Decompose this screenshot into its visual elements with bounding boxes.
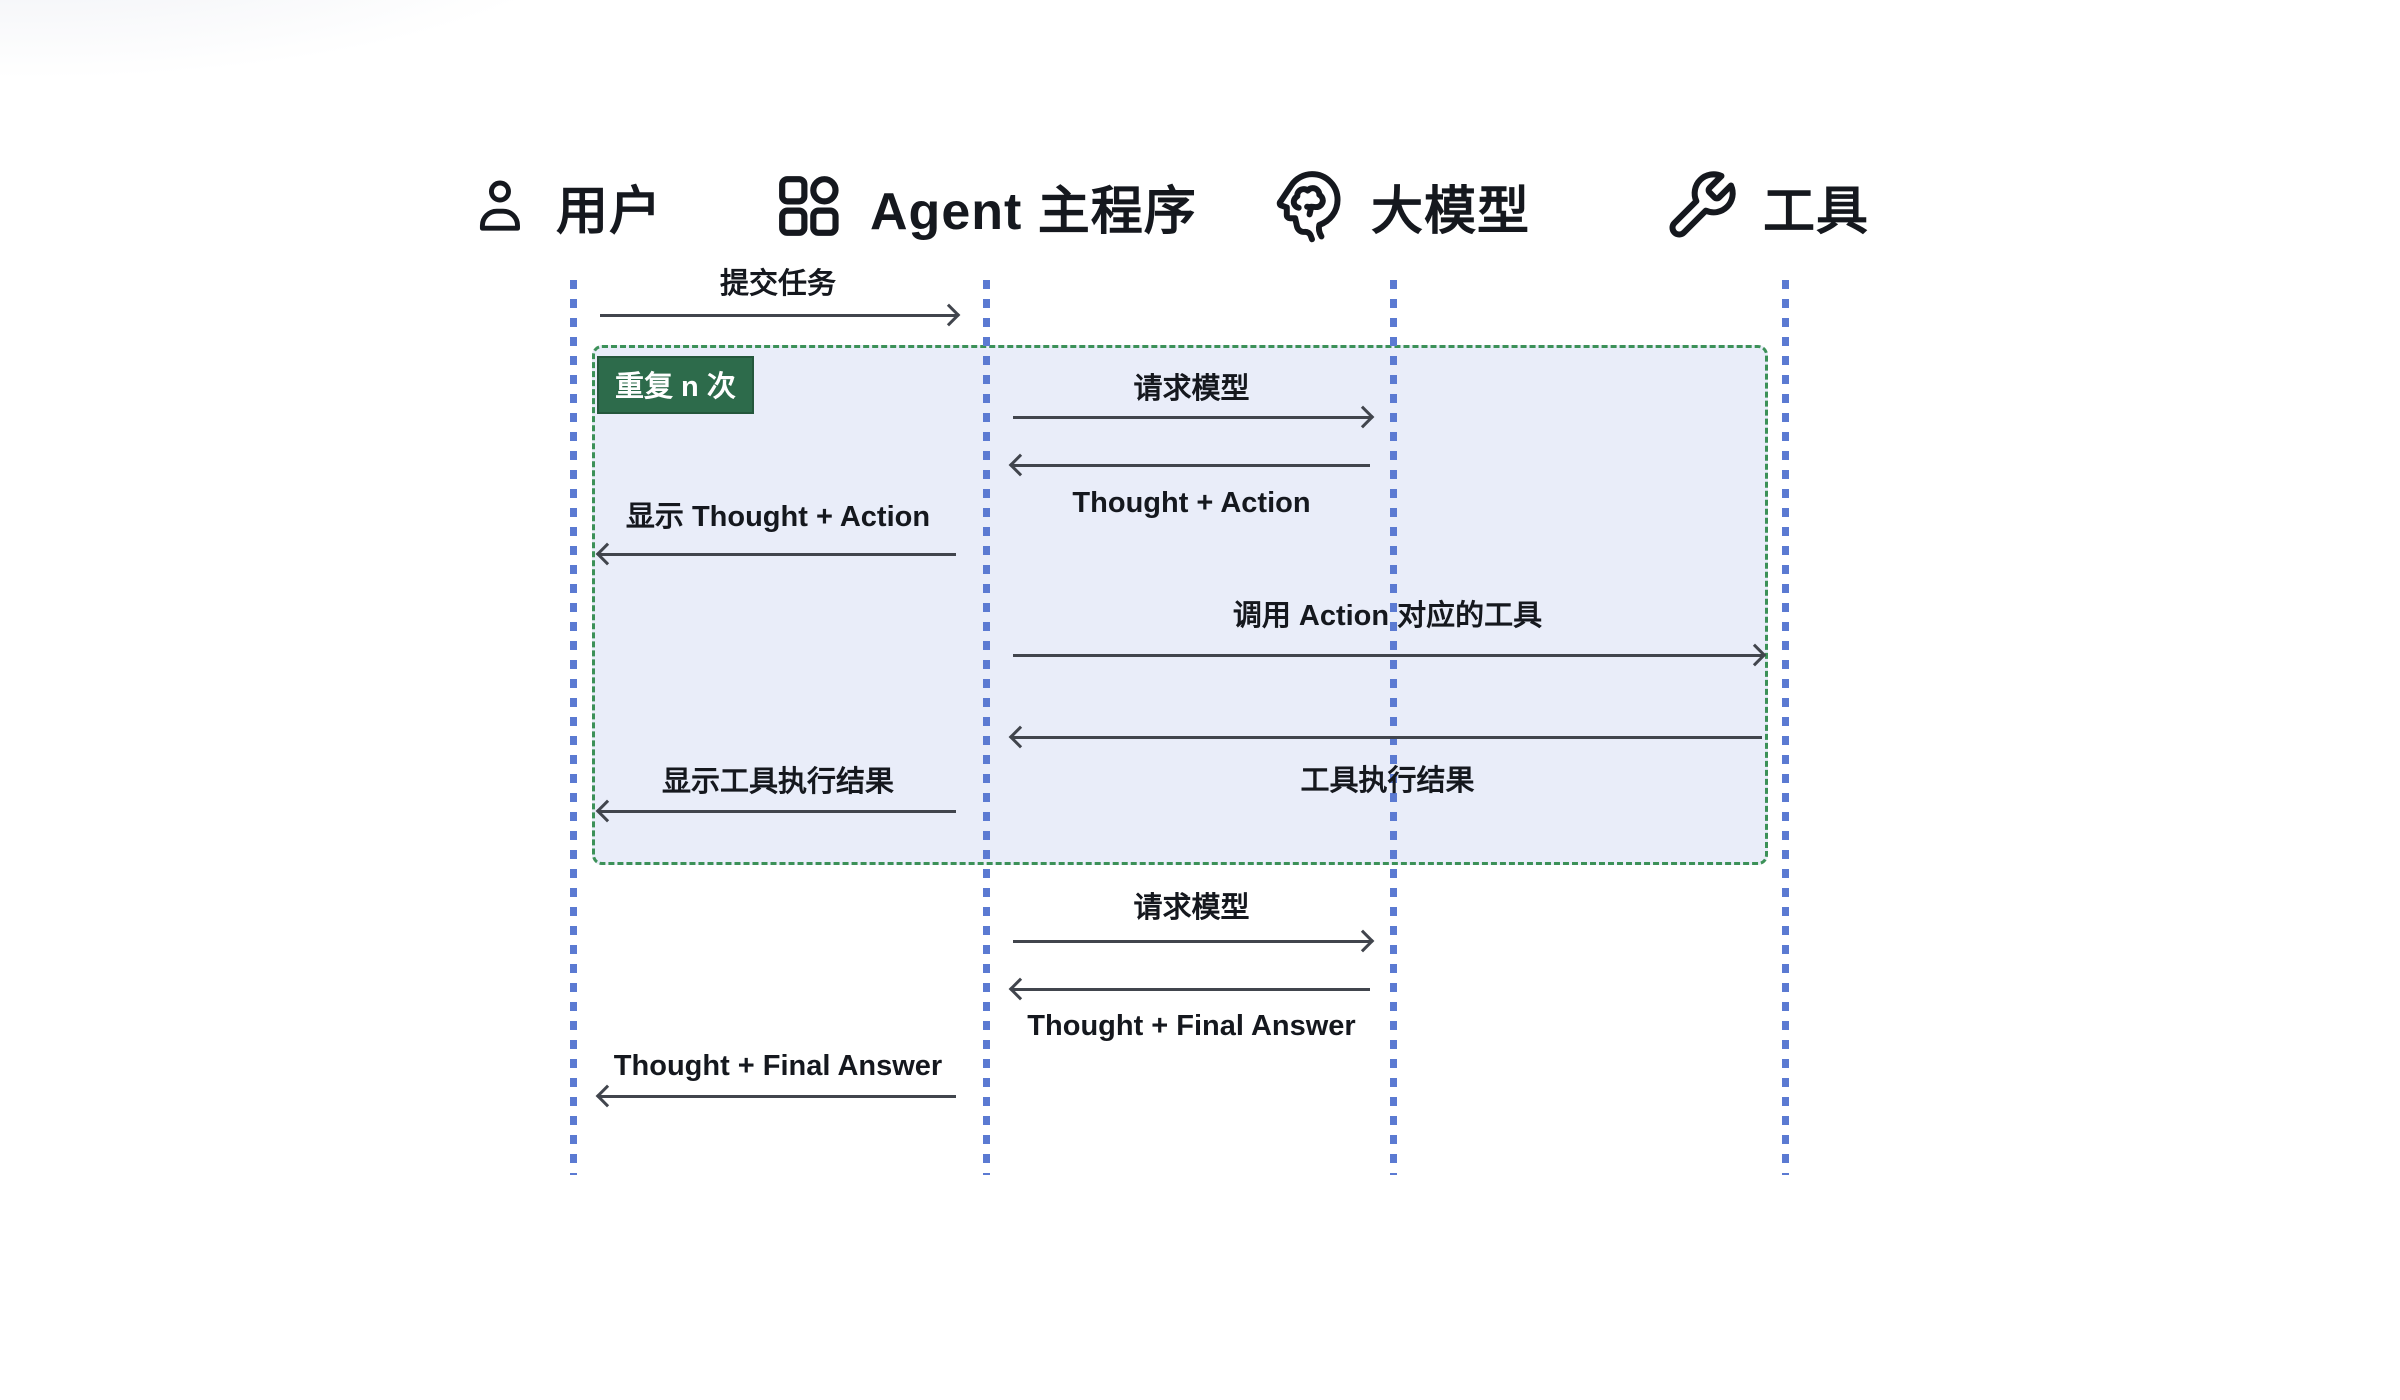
message-label: 请求模型 [1133,892,1250,924]
actor-tools: 工具 [1663,168,1869,244]
message-label: 请求模型 [1133,373,1250,405]
message-label: 显示 Thought + Action [625,501,931,533]
loop-fragment-box [592,345,1768,865]
head-brain-icon [1276,171,1341,243]
message-arrow [600,810,956,813]
message-label: Thought + Final Answer [613,1050,943,1082]
message-arrow [1013,416,1370,419]
user-icon [479,180,520,231]
lifeline-tools [1782,280,1789,1175]
message-label: 调用 Action 对应的工具 [1232,600,1543,632]
lifeline-agent [983,280,990,1175]
lifeline-llm [1390,280,1397,1175]
actor-label: 用户 [556,182,663,241]
actor-label: 工具 [1763,182,1870,241]
grid-apps-icon [779,176,839,236]
actor-label: Agent 主程序 [870,182,1197,241]
message-arrow [600,553,956,556]
actor-agent: Agent 主程序 [772,168,1197,244]
message-arrow [1013,654,1762,657]
message-arrow [600,314,956,317]
actor-user: 用户 [470,168,662,244]
wrench-icon [1669,171,1736,238]
loop-badge: 重复 n 次 [597,356,754,414]
message-arrow [1013,940,1370,943]
message-label: 工具执行结果 [1300,765,1475,797]
message-label: Thought + Final Answer [1027,1010,1356,1042]
actor-llm: 大模型 [1263,163,1530,249]
lifeline-user [570,280,577,1175]
message-arrow [1013,736,1762,739]
message-arrow [1013,988,1370,991]
message-label: 显示工具执行结果 [661,766,894,798]
actor-label: 大模型 [1371,182,1531,241]
message-label: Thought + Action [1072,487,1311,519]
message-arrow [1013,464,1370,467]
message-arrow [600,1095,956,1098]
message-label: 提交任务 [719,268,836,300]
